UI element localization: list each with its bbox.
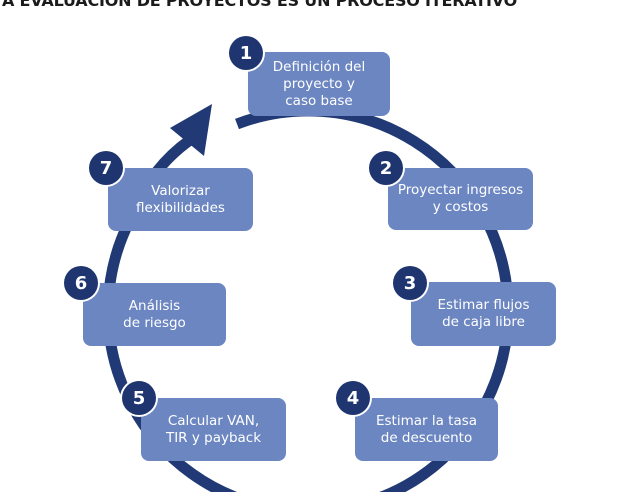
- step-6-number: 6: [74, 272, 88, 294]
- step-6-box: Análisis de riesgo: [83, 283, 226, 346]
- step-4-number: 4: [346, 387, 360, 409]
- step-5-box: Calcular VAN, TIR y payback: [141, 398, 286, 461]
- step-7-label: Valorizar flexibilidades: [136, 182, 225, 216]
- step-1-box: Definición del proyecto y caso base: [248, 52, 390, 116]
- step-7-number: 7: [99, 157, 113, 179]
- step-7-badge: 7: [89, 151, 123, 185]
- step-3-label: Estimar flujos de caja libre: [437, 297, 530, 330]
- step-2-label: Proyectar ingresos y costos: [397, 182, 524, 215]
- step-2-badge: 2: [369, 151, 403, 185]
- step-2-box: Proyectar ingresos y costos: [388, 168, 533, 230]
- step-5-label: Calcular VAN, TIR y payback: [165, 412, 262, 446]
- step-6-badge: 6: [64, 266, 98, 300]
- cycle-arrowhead: [170, 104, 212, 156]
- step-1-number: 1: [239, 42, 253, 64]
- step-1-badge: 1: [229, 36, 263, 70]
- step-3-box: Estimar flujos de caja libre: [411, 282, 556, 346]
- step-7-box: Valorizar flexibilidades: [108, 168, 253, 231]
- step-1-label: Definición del proyecto y caso base: [272, 58, 366, 109]
- step-3-number: 3: [403, 272, 417, 294]
- step-6-label: Análisis de riesgo: [123, 297, 186, 331]
- diagram-title: A EVALUACIÓN DE PROYECTOS ES UN PROCESO …: [2, 0, 518, 10]
- step-3-badge: 3: [393, 266, 427, 300]
- step-4-label: Estimar la tasa de descuento: [375, 412, 478, 446]
- step-4-badge: 4: [336, 381, 370, 415]
- step-5-number: 5: [132, 387, 146, 409]
- step-5-badge: 5: [122, 381, 156, 415]
- step-4-box: Estimar la tasa de descuento: [355, 398, 498, 461]
- step-2-number: 2: [379, 157, 393, 179]
